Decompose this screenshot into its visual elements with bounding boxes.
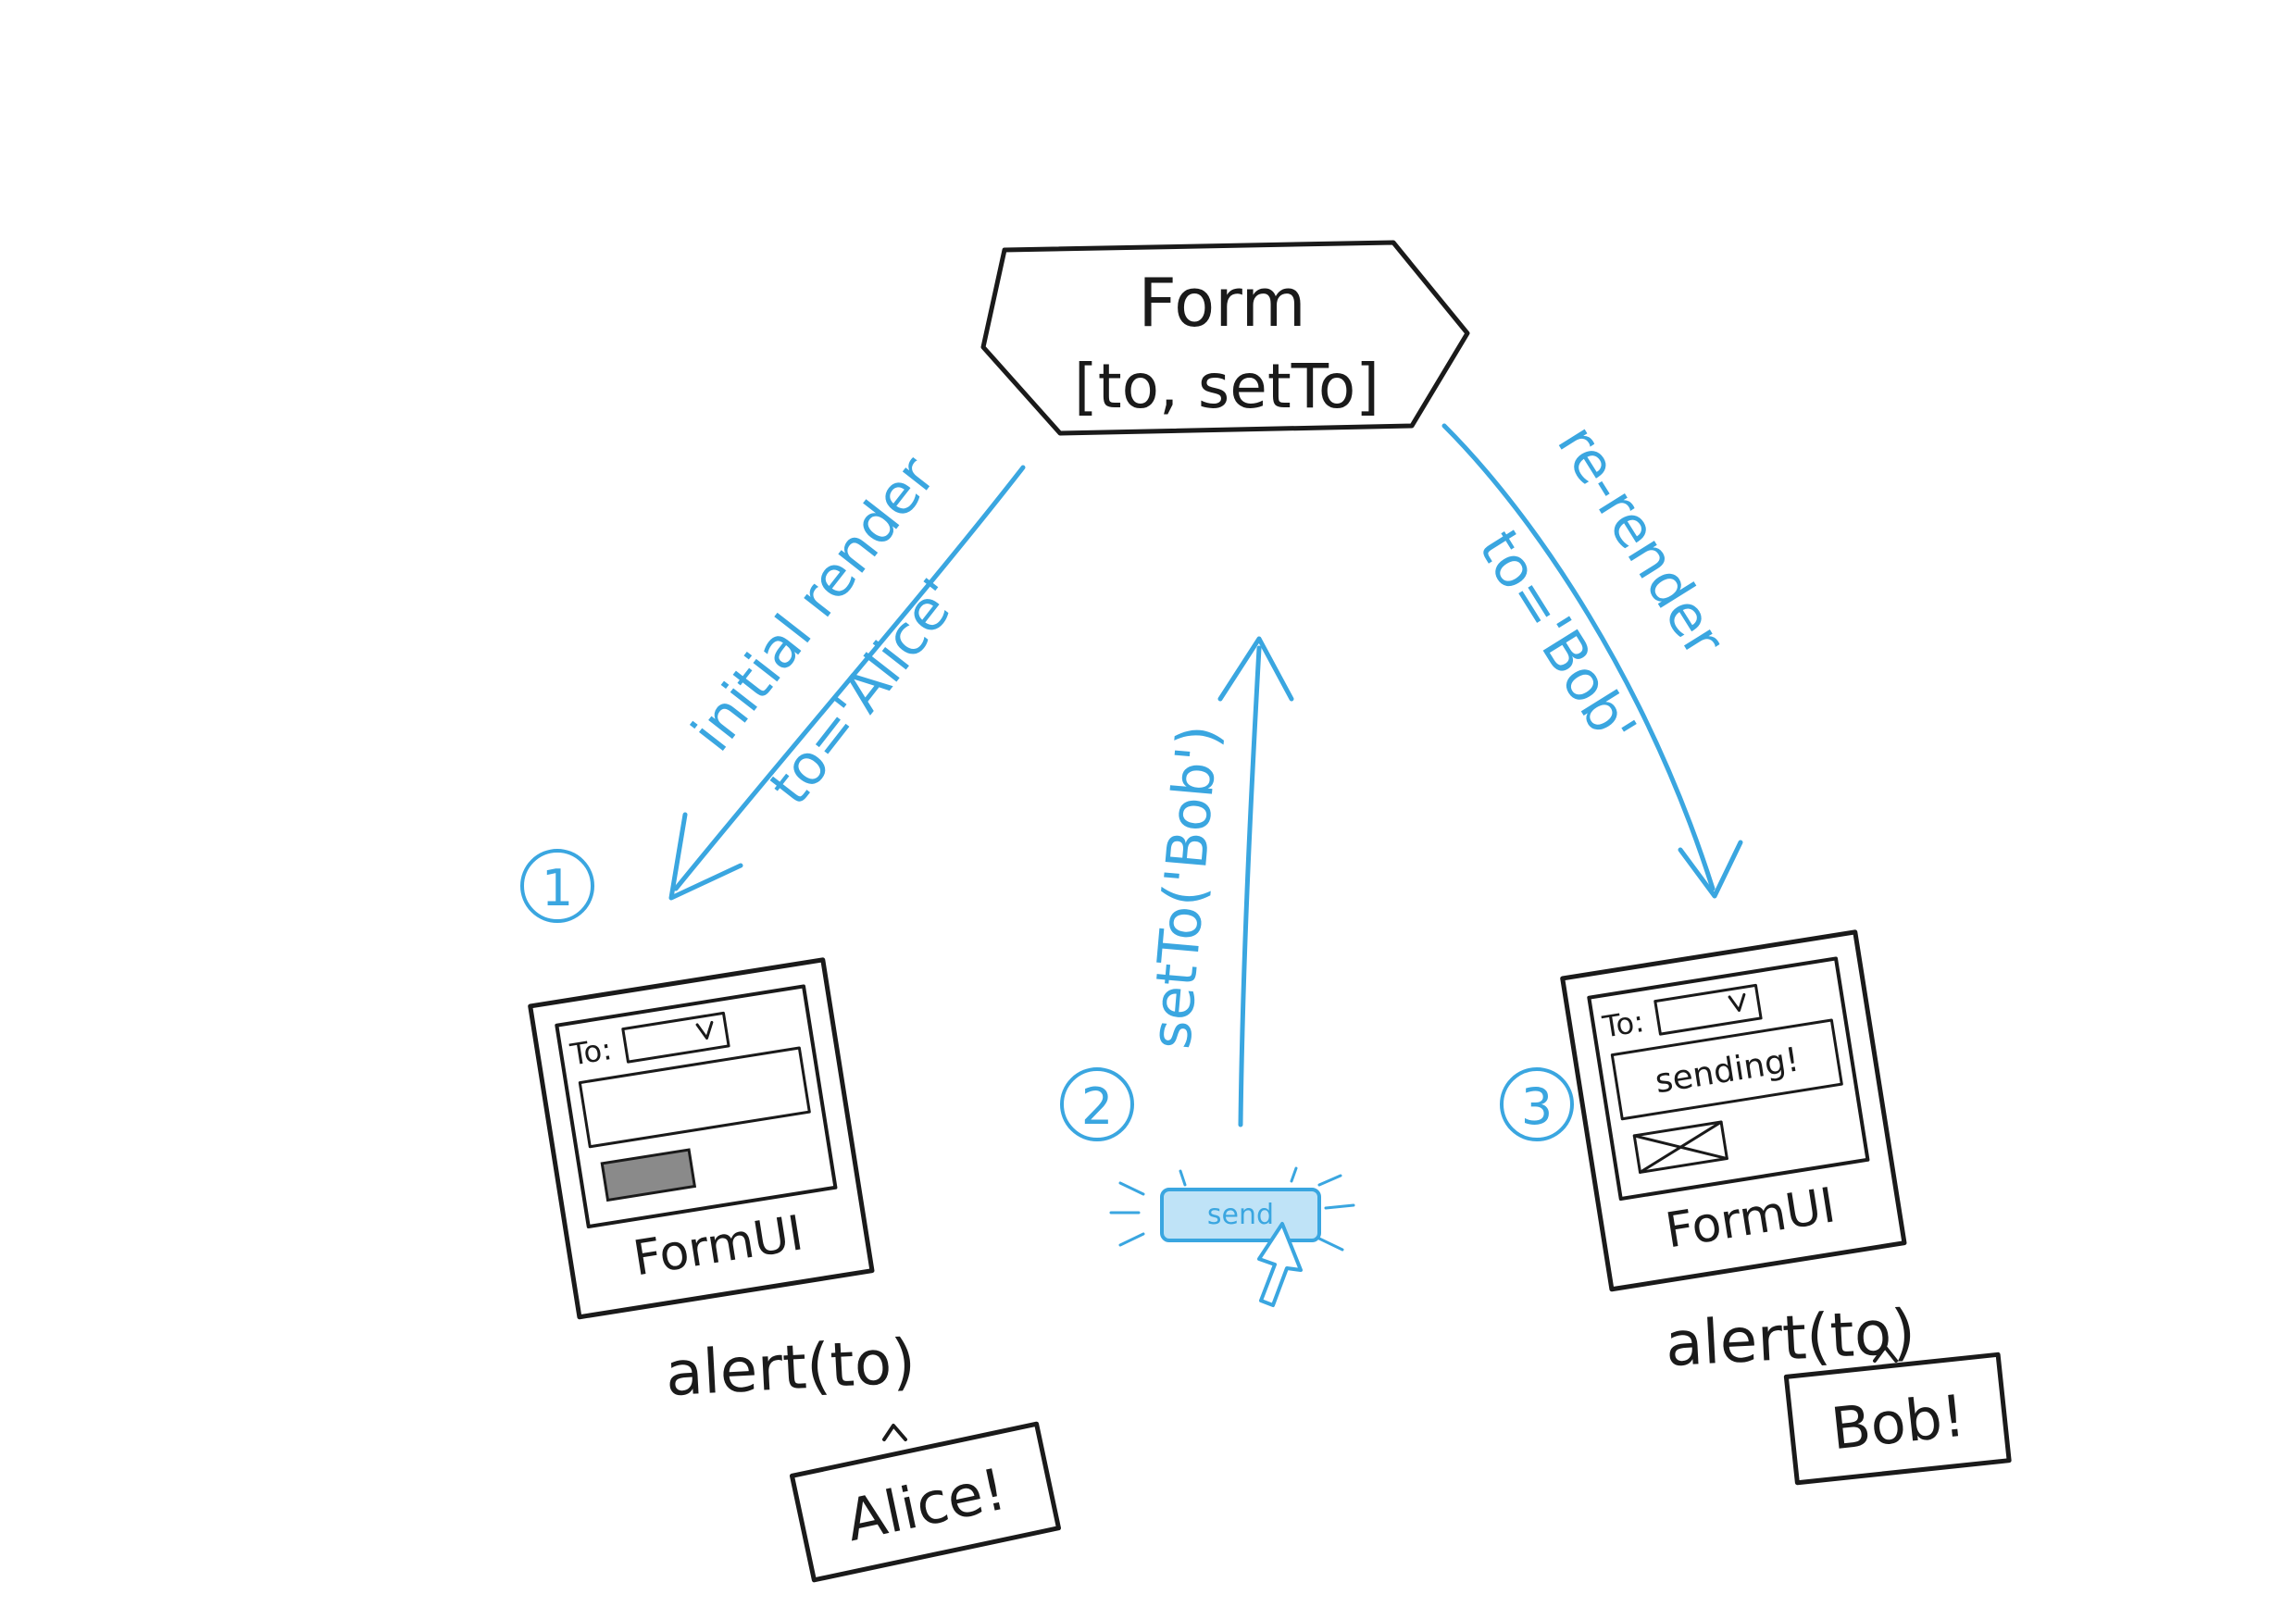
right-window-frame (1560, 929, 1907, 1292)
right-dropdown-icon (1728, 992, 1746, 1013)
step-3-circle (1500, 1067, 1574, 1141)
left-alert-call: alert(to) (664, 1326, 917, 1410)
left-alert-text: Alice! (840, 1455, 1011, 1555)
right-send-button-disabled (1632, 1120, 1728, 1174)
re-render-edge: re-render to='Bob' (1441, 414, 1743, 899)
right-to-input (1653, 983, 1763, 1036)
right-status-text: sending! (1653, 1040, 1802, 1101)
right-alert-box (1783, 1352, 2012, 1486)
step-2-badge: 2 (1060, 1067, 1134, 1141)
right-alert-text: Bob! (1828, 1382, 1968, 1464)
step-1-number: 1 (542, 859, 573, 917)
right-caret-icon (1873, 1345, 1898, 1363)
left-alert-box (789, 1421, 1061, 1583)
left-alert-popup: Alice! (789, 1421, 1061, 1583)
right-alert-popup: Bob! (1783, 1352, 2012, 1486)
right-status-box (1610, 1018, 1843, 1121)
left-message-box (578, 1046, 811, 1149)
form-parent-node: Form [to, setTo] (980, 240, 1470, 436)
set-to-edge: setTo('Bob') (1139, 636, 1294, 1127)
left-window-frame (528, 957, 875, 1320)
right-to-label: To: (1600, 1003, 1647, 1045)
right-formui-window: To: sending! FormUI (1560, 929, 1907, 1292)
cursor-pointer-icon (1257, 1222, 1303, 1307)
send-button-sketch: send (1109, 1166, 1355, 1307)
set-to-arrow (1238, 645, 1262, 1127)
left-dropdown-icon (695, 1020, 714, 1040)
right-window-label: FormUI (1662, 1177, 1840, 1259)
left-to-input (621, 1011, 730, 1064)
form-title: Form (1138, 264, 1305, 342)
initial-render-edge: initial render to='Alice' (668, 444, 1026, 901)
left-window-label: FormUI (630, 1205, 807, 1287)
initial-render-arrow (673, 465, 1026, 891)
left-window-screen (555, 984, 838, 1229)
set-to-arrowhead (1217, 636, 1294, 702)
step-3-badge: 3 (1500, 1067, 1574, 1141)
form-state: [to, setTo] (1074, 351, 1379, 422)
right-send-button-cross (1632, 1120, 1728, 1174)
step-1-badge: 1 (520, 849, 594, 923)
set-to-label: setTo('Bob') (1139, 723, 1231, 1052)
click-spark-lines (1109, 1166, 1355, 1252)
right-window-screen (1587, 956, 1870, 1202)
send-button-label: send (1207, 1199, 1274, 1231)
re-render-arrow (1441, 423, 1716, 891)
step-1-circle (520, 849, 594, 923)
form-hexagon-outline (980, 240, 1470, 436)
step-2-number: 2 (1081, 1078, 1113, 1136)
left-to-label: To: (568, 1031, 615, 1073)
step-3-number: 3 (1521, 1078, 1553, 1136)
left-caret-icon (882, 1424, 907, 1441)
re-render-arrowhead (1678, 840, 1743, 899)
left-formui-window: To: FormUI (528, 957, 875, 1320)
initial-render-arrowhead (668, 812, 743, 901)
left-send-button (600, 1148, 697, 1202)
step-2-circle (1060, 1067, 1134, 1141)
